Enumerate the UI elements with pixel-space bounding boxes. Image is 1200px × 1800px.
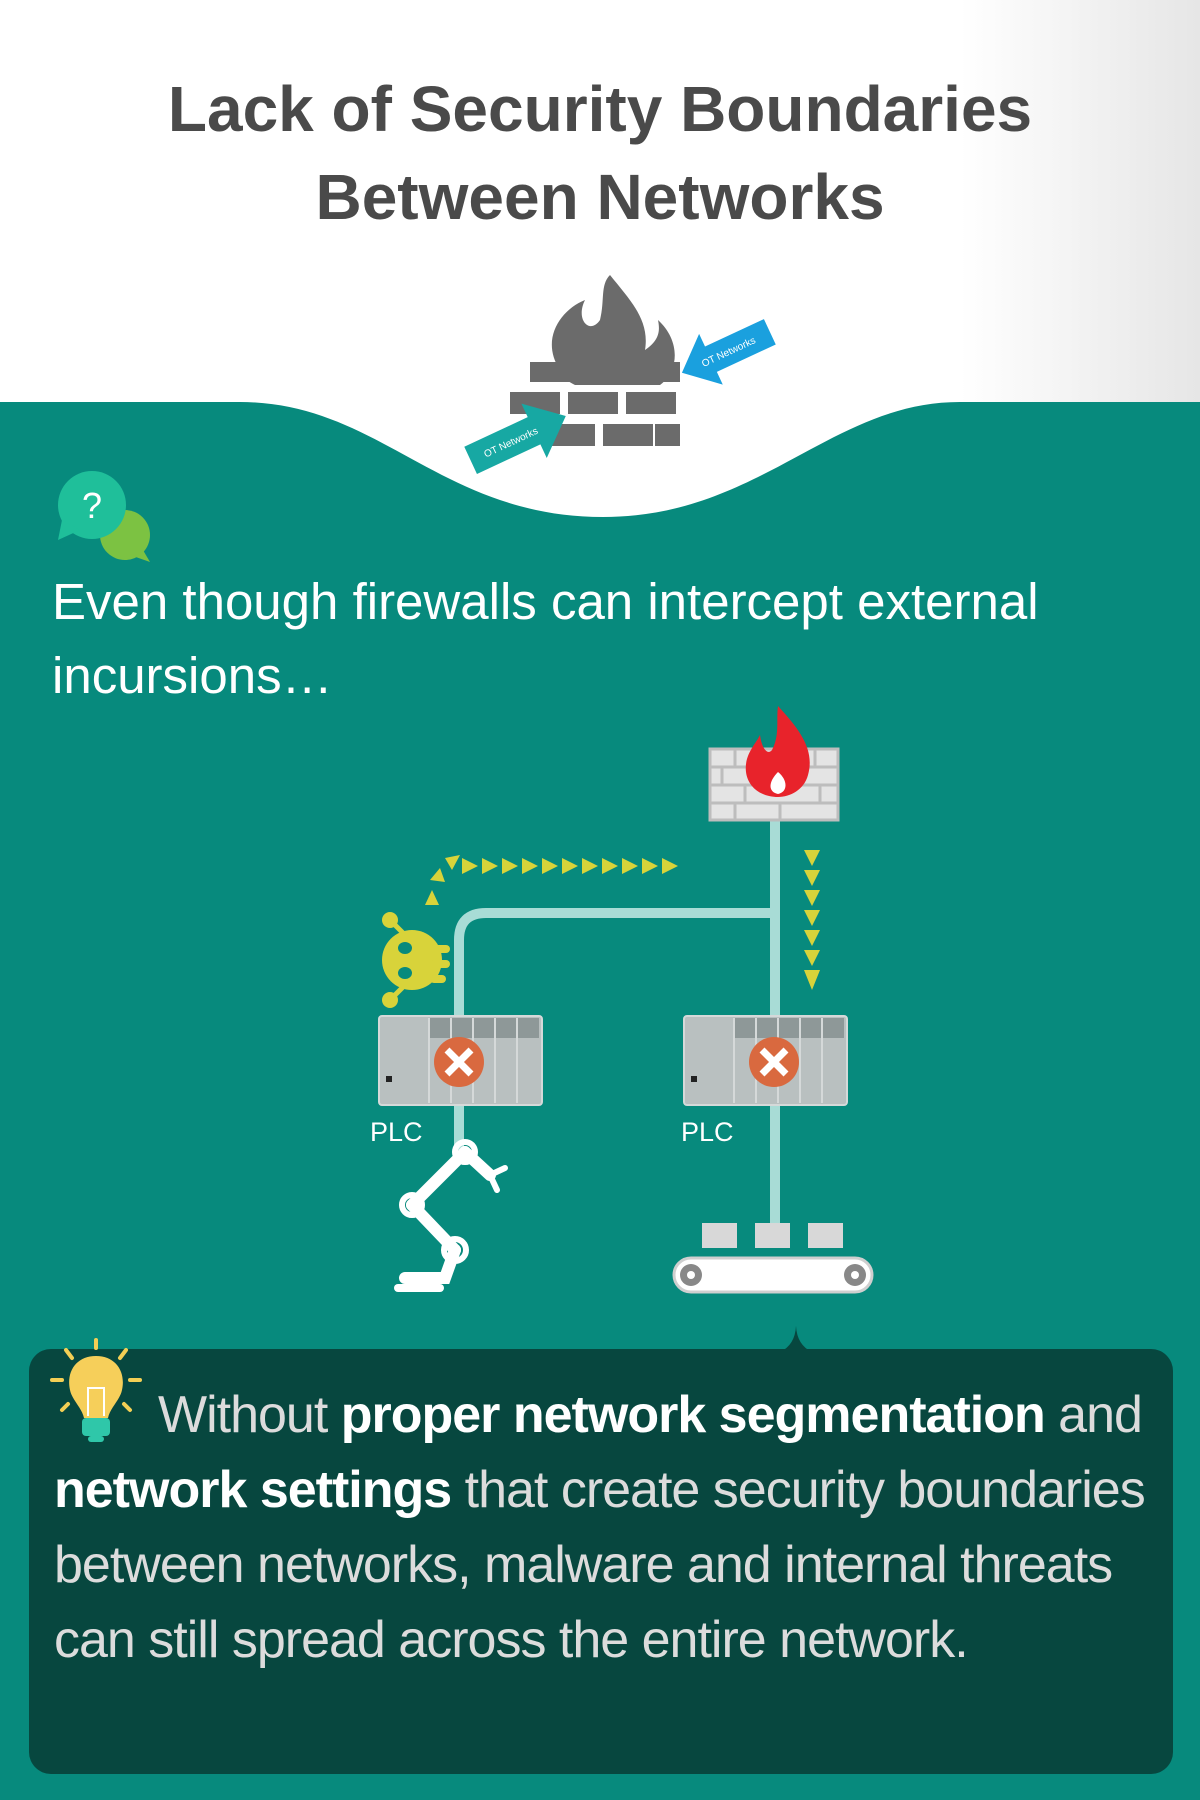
- intro-text: Even though firewalls can intercept exte…: [52, 573, 1039, 704]
- title-line-2: Between Networks: [315, 161, 885, 233]
- blocked-x-icon: [749, 1037, 799, 1087]
- plc-right: PLC: [681, 1015, 848, 1147]
- question-chat-icon: ?: [58, 471, 150, 562]
- note-bold-settings: network settings: [54, 1461, 452, 1519]
- note-text-part: that create security boundaries between …: [54, 1461, 1146, 1669]
- ot-networks-arrow-right: OT Networks: [681, 319, 776, 385]
- lightbulb-icon: [50, 1338, 142, 1442]
- malware-path-arrows: [425, 850, 820, 990]
- title-line-1: Lack of Security Boundaries: [167, 73, 1033, 145]
- note-text-part: Without: [158, 1386, 341, 1444]
- conveyor-icon: [672, 1223, 874, 1294]
- robot-arm-icon: [394, 1139, 508, 1292]
- note-text: Without proper network segmentation and …: [54, 1378, 1164, 1678]
- page-title: Lack of Security Boundaries Between Netw…: [0, 65, 1200, 241]
- note-text-part: and: [1044, 1386, 1143, 1444]
- firewall-icon: [708, 706, 840, 822]
- note-pointer: [780, 1326, 812, 1352]
- malware-skull-icon: [382, 912, 450, 1008]
- question-mark: ?: [82, 485, 102, 526]
- blocked-x-icon: [434, 1037, 484, 1087]
- note-bold-segmentation: proper network segmentation: [340, 1386, 1046, 1444]
- plc-left: PLC: [370, 1015, 543, 1147]
- firewall-icon: [510, 275, 680, 446]
- note-panel: [29, 1349, 1173, 1774]
- plc-right-label: PLC: [681, 1117, 734, 1147]
- flame-icon: [745, 706, 810, 797]
- plc-left-label: PLC: [370, 1117, 423, 1147]
